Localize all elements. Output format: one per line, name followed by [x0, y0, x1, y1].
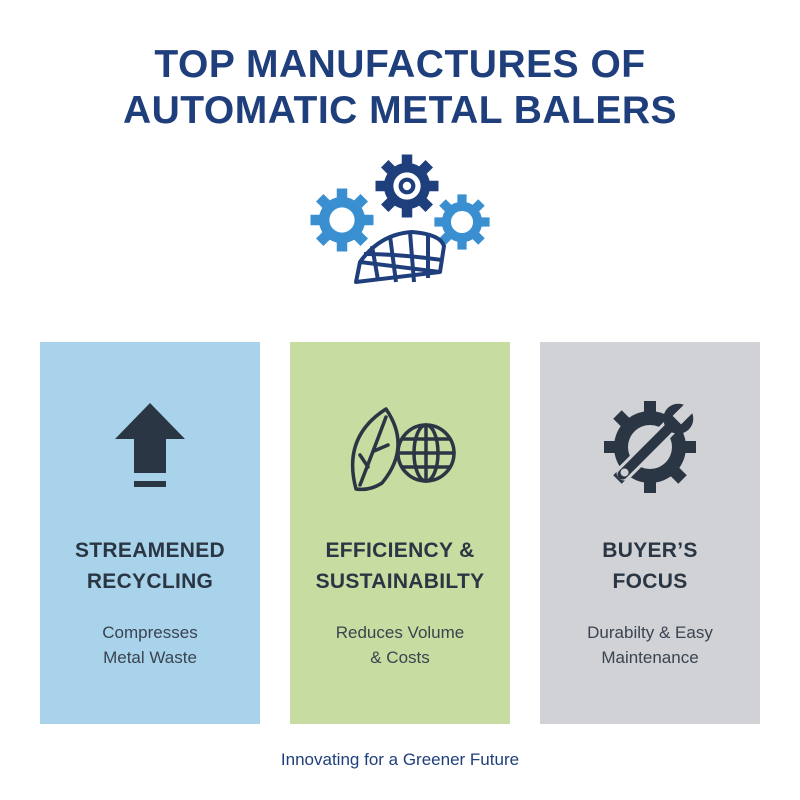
- panel-body-line-1: Durabilty & Easy: [587, 623, 713, 642]
- gears-and-bale-icon: [310, 154, 490, 284]
- gear-right-icon: [434, 194, 490, 250]
- panel-heading-line-1: STREAMENED: [74, 539, 225, 562]
- panel-heading-line-2: FOCUS: [612, 570, 688, 593]
- gear-left-icon: [310, 188, 374, 252]
- bale-icon: [354, 230, 446, 284]
- panel-heading-line-1: EFFICIENCY &: [325, 539, 475, 562]
- arrow-up-icon: [115, 403, 185, 487]
- leaf-globe-icon: [350, 407, 456, 492]
- panel-streamlined-recycling: STREAMENED RECYCLING Compresses Metal Wa…: [40, 342, 260, 724]
- gear-top-icon: [375, 154, 439, 218]
- panel-heading: BUYER’S FOCUS: [540, 535, 760, 597]
- panel-heading-line-2: RECYCLING: [86, 570, 214, 593]
- panel-body-line-2: Metal Waste: [103, 648, 197, 667]
- panel-efficiency-sustainability: EFFICIENCY & SUSTAINABILTY Reduces Volum…: [290, 342, 510, 724]
- title-line-2: AUTOMATIC METAL BALERS: [122, 89, 678, 132]
- panel-description: Durabilty & Easy Maintenance: [540, 620, 760, 670]
- panel-heading: EFFICIENCY & SUSTAINABILTY: [290, 535, 510, 597]
- panel-body-line-1: Reduces Volume: [335, 623, 465, 642]
- page-title: TOP MANUFACTURES OF AUTOMATIC METAL BALE…: [0, 42, 800, 134]
- footer-tagline: Innovating for a Greener Future: [280, 750, 520, 769]
- panel-heading-line-2: SUSTAINABILTY: [315, 570, 485, 593]
- panel-description: Compresses Metal Waste: [40, 620, 260, 670]
- panel-buyers-focus: BUYER’S FOCUS Durabilty & Easy Maintenan…: [540, 342, 760, 724]
- panel-heading: STREAMENED RECYCLING: [40, 535, 260, 597]
- panel-body-line-2: Maintenance: [601, 648, 699, 667]
- title-line-1: TOP MANUFACTURES OF: [154, 43, 646, 86]
- panel-heading-line-1: BUYER’S: [602, 539, 698, 562]
- panel-description: Reduces Volume & Costs: [290, 620, 510, 670]
- wrench-gear-icon: [604, 400, 697, 493]
- panel-body-line-1: Compresses: [102, 623, 198, 642]
- panel-body-line-2: & Costs: [370, 648, 430, 667]
